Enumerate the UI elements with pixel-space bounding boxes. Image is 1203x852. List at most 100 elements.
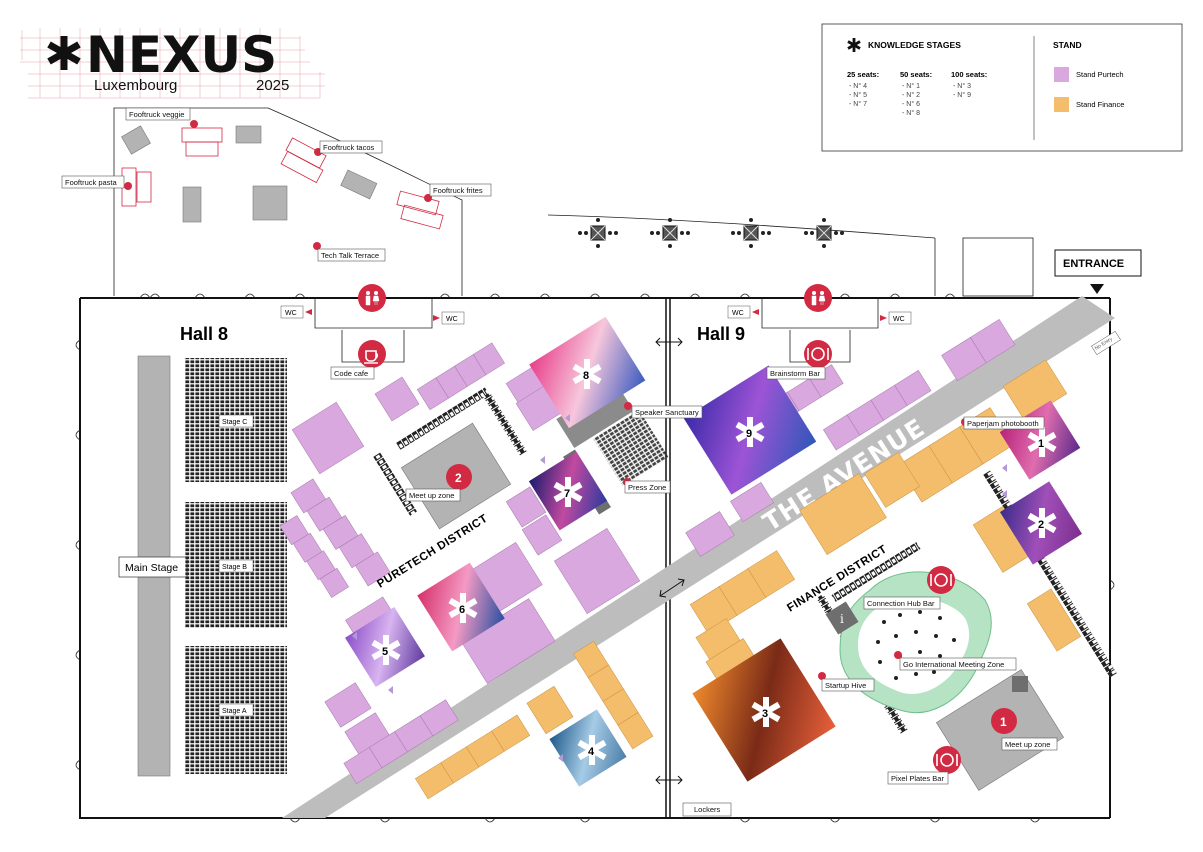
meetup-number: 1 — [1000, 715, 1007, 729]
food-truck — [182, 186, 202, 223]
place-callouts: Fooftruck veggie Fooftruck tacos Fooftru… — [61, 107, 1058, 817]
legend-group-item: - N° 2 — [902, 91, 920, 99]
legend-group-item: - N° 9 — [953, 91, 971, 99]
meetup-number: 2 — [455, 471, 462, 485]
callout-text: Press Zone — [628, 483, 666, 492]
callout-code-cafe: Code cafe — [330, 366, 375, 380]
wc-label: WC — [893, 316, 905, 323]
callout-pixel-plates-bar: Pixel Plates Bar — [887, 771, 949, 785]
stage-a-label-box — [218, 703, 254, 717]
callout-fooftruck-frites: Fooftruck frites — [424, 183, 492, 202]
callout-text: Fooftruck pasta — [65, 178, 118, 187]
stand-finance — [864, 452, 920, 508]
asterisk-icon — [553, 477, 583, 507]
restaurant-icon — [804, 340, 832, 368]
food-truck — [252, 185, 288, 221]
legend-group-item: - N° 3 — [953, 82, 971, 90]
legend-group-item: - N° 4 — [849, 82, 867, 90]
hall-divider-wall — [665, 298, 671, 818]
callout-text: Connection Hub Bar — [867, 599, 935, 608]
callout-text: Meet up zone — [1005, 740, 1050, 749]
stand-purtech-row — [941, 318, 1016, 382]
hall-side-doors — [75, 339, 1115, 771]
restroom-icon — [358, 284, 386, 312]
stage-markers: 8 9 1 2 7 6 5 3 4 — [371, 359, 1057, 765]
stand-purtech-column — [279, 515, 349, 598]
callout-text: Code cafe — [334, 369, 368, 378]
hall-doors — [139, 293, 1041, 823]
callout-box — [682, 802, 732, 817]
callout-paperjam-photobooth: Paperjam photobooth — [961, 416, 1045, 430]
stand-purtech-column — [290, 478, 391, 587]
callout-text: Fooftruck tacos — [323, 143, 375, 152]
stage-number: 3 — [762, 708, 768, 720]
callout-box — [821, 678, 875, 692]
legend: KNOWLEDGE STAGES 25 seats: - N° 4 - N° 5… — [821, 23, 1183, 152]
double-arrow-icon — [655, 337, 683, 347]
callout-box — [963, 416, 1045, 430]
outdoor-tables — [547, 214, 1034, 297]
direction-markers — [352, 414, 1007, 762]
brand-name: NEXUS — [86, 26, 277, 84]
terrace-edge — [547, 214, 936, 296]
callout-box — [319, 140, 383, 154]
hall-8: Hall 8 Main Stage Stage C Stage B Stage … — [118, 324, 287, 777]
brand-year: 2025 — [256, 77, 289, 94]
food-truck — [340, 169, 378, 200]
legend-stand-title: STAND — [1053, 40, 1082, 50]
stage-number: 1 — [1038, 438, 1044, 450]
stand-purtech — [553, 527, 641, 615]
info-icon: i — [840, 612, 844, 626]
bench-row — [831, 542, 921, 602]
stage-b-label-box — [218, 559, 254, 573]
terrace-outline — [113, 107, 463, 296]
legend-group-title: 50 seats: — [900, 70, 932, 79]
stage-number: 4 — [588, 746, 595, 758]
callout-box — [405, 488, 461, 502]
callout-box — [125, 107, 191, 121]
stand-finance — [1026, 588, 1082, 652]
callout-go-international: Go International Meeting Zone — [894, 651, 1017, 671]
callout-box — [61, 175, 125, 189]
pointer-icon — [305, 309, 312, 315]
avenue-path — [282, 296, 1115, 818]
stage-number: 9 — [746, 428, 752, 440]
stand-purtech-row — [416, 342, 505, 411]
legend-group-item: - N° 6 — [902, 100, 920, 108]
callout-text: Paperjam photobooth — [967, 419, 1039, 428]
double-arrow-icon — [659, 578, 685, 598]
service-counter — [1012, 676, 1028, 692]
location-pin-icon — [190, 120, 198, 128]
asterisk-icon — [751, 697, 781, 727]
wc-label: WC — [285, 310, 297, 317]
callout-speaker-sanctuary: Speaker Sanctuary — [624, 402, 703, 419]
callout-box — [330, 366, 375, 380]
meetup-marker — [991, 708, 1017, 734]
stage-number: 7 — [564, 488, 570, 500]
callout-startup-hive: Startup Hive — [818, 672, 875, 692]
stand-finance-row — [414, 714, 531, 800]
stand-purtech — [374, 376, 420, 422]
finance-stands — [414, 359, 1082, 800]
logo-grid — [20, 28, 325, 99]
table-cluster — [650, 218, 690, 248]
location-pin-icon — [313, 242, 321, 250]
asterisk-icon — [735, 417, 765, 447]
legend-group-title: 100 seats: — [951, 70, 987, 79]
restroom-icon — [804, 284, 832, 312]
asterisk-icon — [847, 38, 861, 52]
stand-finance — [799, 473, 887, 555]
callout-box — [1001, 737, 1058, 751]
brand-city: Luxembourg — [94, 77, 177, 94]
asterisk-icon — [577, 735, 607, 765]
stand-purtech — [324, 682, 372, 728]
legend-frame — [821, 23, 1183, 152]
callout-text: Tech Talk Terrace — [321, 251, 379, 260]
truck-outline — [121, 127, 444, 230]
callout-box — [899, 657, 1017, 671]
meetup-markers: 2 1 — [446, 464, 1017, 734]
stand-finance-column — [572, 640, 654, 750]
stand-finance — [526, 685, 574, 735]
hall-outer-wall — [79, 297, 1111, 819]
stage-c-label: Stage C — [222, 419, 247, 426]
